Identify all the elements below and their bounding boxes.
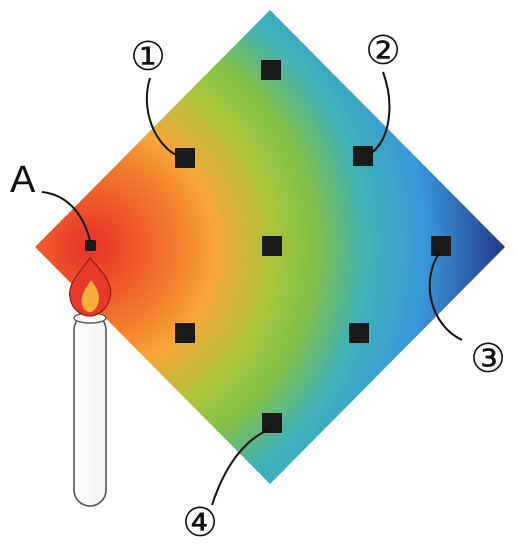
point-a-label: A bbox=[10, 159, 36, 201]
marker-bottom bbox=[262, 413, 282, 433]
candle-body bbox=[74, 314, 106, 506]
marker-1-label: ① bbox=[130, 35, 166, 79]
marker-top bbox=[261, 60, 281, 80]
marker-2-label: ② bbox=[365, 29, 401, 73]
point-a-marker bbox=[85, 240, 96, 251]
marker-upper-right bbox=[353, 146, 373, 166]
marker-right bbox=[431, 236, 451, 256]
marker-lower-right bbox=[349, 323, 369, 343]
marker-4-label: ④ bbox=[182, 501, 218, 544]
marker-lower-left bbox=[175, 323, 195, 343]
marker-upper-left bbox=[175, 148, 195, 168]
marker-3-label: ③ bbox=[470, 337, 506, 381]
marker-center bbox=[262, 236, 282, 256]
